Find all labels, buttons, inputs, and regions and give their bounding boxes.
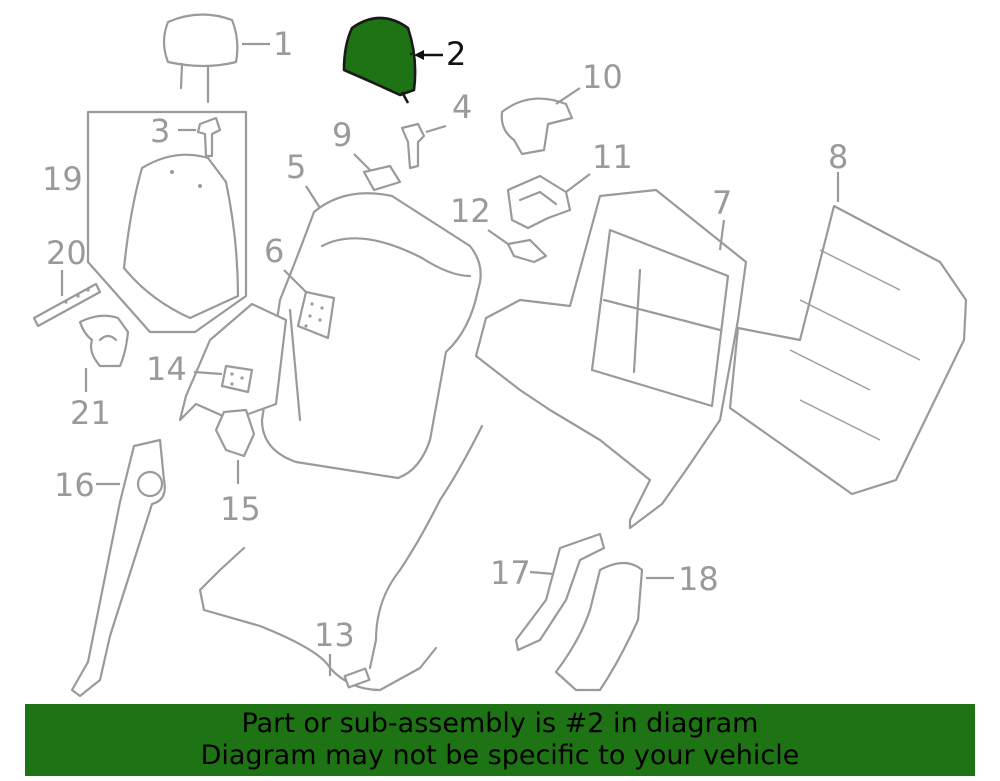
part-11-bezel[interactable] xyxy=(506,174,572,230)
leader-6 xyxy=(283,269,307,293)
leader-9 xyxy=(353,153,371,171)
part-9-pad[interactable] xyxy=(362,164,402,192)
part-4-bushing[interactable] xyxy=(400,122,426,170)
part-6-pad[interactable] xyxy=(296,290,336,340)
part-19-cover-group[interactable] xyxy=(86,110,248,334)
leader-5 xyxy=(305,185,321,209)
part-17-trim-strip[interactable] xyxy=(514,532,606,652)
callout-17: 17 xyxy=(490,554,531,592)
callout-6: 6 xyxy=(264,232,284,270)
callout-10: 10 xyxy=(582,58,623,96)
part-21-bracket[interactable] xyxy=(78,314,130,368)
callout-7: 7 xyxy=(712,184,732,222)
callout-13: 13 xyxy=(314,616,355,654)
part-2-headrest-highlighted[interactable] xyxy=(342,16,417,104)
part-14-cushion[interactable] xyxy=(178,302,288,422)
callout-4: 4 xyxy=(452,88,472,126)
callout-15: 15 xyxy=(220,490,261,528)
part-7-frame[interactable] xyxy=(474,188,748,530)
part-15-trim[interactable] xyxy=(214,408,256,458)
part-20-strip[interactable] xyxy=(32,282,102,328)
footer-banner: Part or sub-assembly is #2 in diagram Di… xyxy=(25,704,975,776)
part-18-cover[interactable] xyxy=(554,561,644,692)
leader-2-arrow xyxy=(414,50,424,60)
callout-20: 20 xyxy=(46,234,87,272)
leader-14 xyxy=(193,370,223,376)
callout-11: 11 xyxy=(592,138,633,176)
callout-9: 9 xyxy=(332,116,352,154)
callout-19: 19 xyxy=(42,160,83,198)
part-3-pin[interactable] xyxy=(196,116,222,158)
part-8-back-panel[interactable] xyxy=(728,204,968,496)
part-10-bezel[interactable] xyxy=(500,97,574,156)
callout-18: 18 xyxy=(678,560,719,598)
callout-16: 16 xyxy=(54,466,95,504)
part-16-seat-belt[interactable] xyxy=(70,438,166,698)
leader-7 xyxy=(718,219,726,251)
footer-line-1: Part or sub-assembly is #2 in diagram xyxy=(241,708,759,739)
callout-5: 5 xyxy=(286,148,306,186)
footer-line-2: Diagram may not be specific to your vehi… xyxy=(200,740,800,771)
part-5-seat-back[interactable] xyxy=(260,192,482,480)
callout-1: 1 xyxy=(273,25,293,63)
leader-17 xyxy=(529,570,555,576)
part-1-headrest[interactable] xyxy=(162,13,239,104)
leader-12 xyxy=(487,229,509,245)
parts-diagram: 1 2 19 3 20 21 4 xyxy=(32,13,968,698)
leader-10 xyxy=(555,87,581,105)
part-12-clip[interactable] xyxy=(506,238,548,264)
callout-14: 14 xyxy=(146,350,187,388)
callout-3: 3 xyxy=(150,112,170,150)
part-13-cable[interactable] xyxy=(198,424,484,692)
leader-11 xyxy=(565,173,591,193)
callout-2: 2 xyxy=(446,35,466,73)
callout-12: 12 xyxy=(450,192,491,230)
part-2-body[interactable] xyxy=(342,16,417,97)
leader-4 xyxy=(425,124,447,134)
callout-8: 8 xyxy=(828,138,848,176)
callout-21: 21 xyxy=(70,394,111,432)
